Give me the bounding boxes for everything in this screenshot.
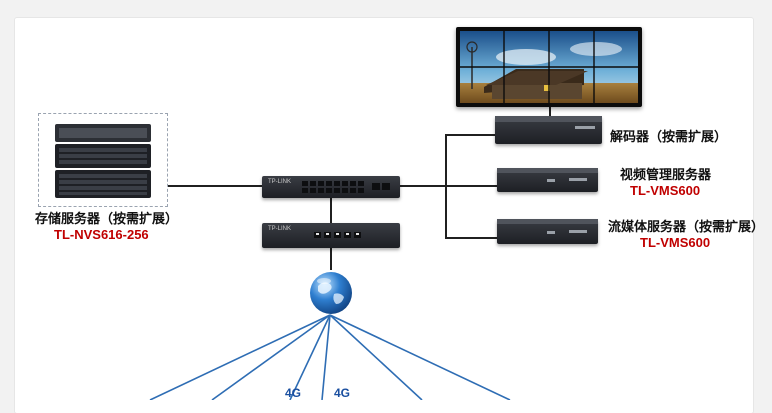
link-router-internet: [330, 248, 332, 270]
router-icon: [314, 232, 361, 238]
network-switch: TP-LINK: [262, 176, 400, 198]
decoder-name: 解码器（按需扩展）: [610, 130, 728, 145]
storage-name: 存储服务器（按需扩展）: [35, 212, 179, 227]
vms-server: [497, 168, 598, 192]
decoder-icon: [495, 116, 602, 129]
streaming-server: [497, 219, 598, 244]
cellular-4g-label-1: 4G: [285, 386, 302, 400]
link-bus-streaming: [445, 237, 497, 239]
network-switch-icon: [302, 181, 390, 193]
streaming-server-icon: [497, 219, 598, 234]
router-brand: TP-LINK: [268, 226, 292, 232]
vms-model: TL-VMS600: [630, 183, 701, 198]
storage-server-icon: [55, 124, 151, 198]
globe-icon: [310, 272, 352, 314]
video-wall-icon: [460, 31, 638, 103]
link-switch-router: [330, 198, 332, 223]
vms-server-icon: [497, 168, 598, 182]
decoder: [495, 116, 602, 144]
storage-server: [38, 113, 168, 207]
video-wall: [456, 27, 642, 107]
router: TP-LINK: [262, 223, 400, 248]
internet-globe: [308, 270, 354, 316]
link-storage-switch: [168, 185, 262, 187]
switch-brand: TP-LINK: [268, 179, 292, 185]
streaming-model: TL-VMS600: [640, 235, 711, 250]
wireless-links: [149, 314, 511, 400]
streaming-name: 流媒体服务器（按需扩展）: [608, 220, 765, 235]
storage-model: TL-NVS616-256: [54, 227, 149, 242]
vms-name: 视频管理服务器: [620, 168, 712, 183]
link-bus-vms: [445, 185, 497, 187]
link-switch-bus: [400, 185, 446, 187]
link-bus-decoder: [445, 134, 495, 136]
cellular-4g-label-2: 4G: [334, 386, 351, 400]
link-decoder-wall: [549, 104, 551, 116]
